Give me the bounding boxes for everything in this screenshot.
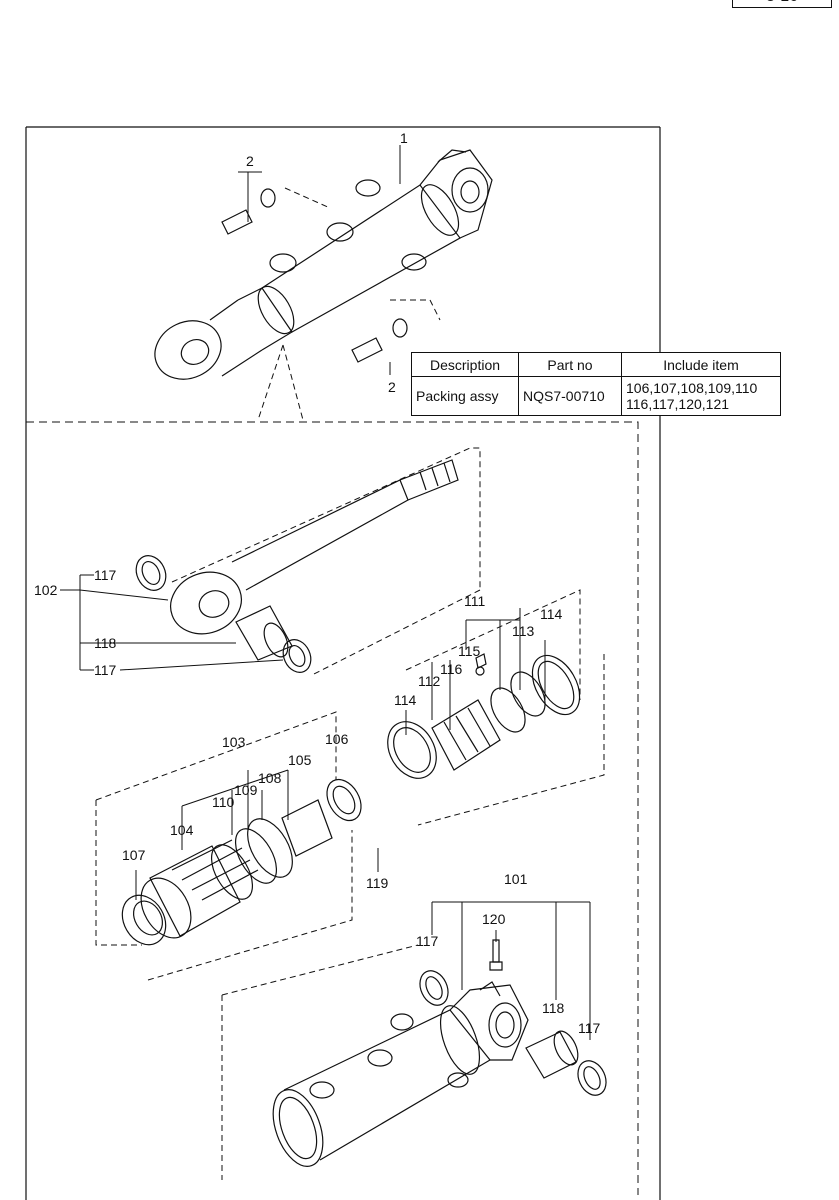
table-header-row: Description Part no Include item xyxy=(411,352,781,377)
label-117-b: 117 xyxy=(94,662,117,678)
header-part-no: Part no xyxy=(518,352,622,377)
packing-assy-table: Description Part no Include item Packing… xyxy=(411,352,781,416)
label-120: 120 xyxy=(482,911,506,927)
label-110: 110 xyxy=(212,794,235,810)
top-leaders xyxy=(238,145,441,421)
tube-callout-lines xyxy=(221,901,591,1180)
label-2-bottom: 2 xyxy=(388,379,396,395)
label-118-a: 118 xyxy=(94,635,117,651)
header-description: Description xyxy=(411,352,519,377)
piston-callout-lines xyxy=(405,589,605,826)
label-107: 107 xyxy=(122,847,146,863)
label-102: 102 xyxy=(34,582,58,598)
label-117-d: 117 xyxy=(578,1020,601,1036)
label-117-a: 117 xyxy=(94,567,117,583)
part-number-labels: 1 2 2 102 117 118 117 111 114 113 115 11… xyxy=(34,130,601,1036)
cell-description: Packing assy xyxy=(411,376,519,416)
table-row: Packing assy NQS7-00710 106,107,108,109,… xyxy=(411,376,781,416)
label-112: 112 xyxy=(418,673,441,689)
inner-detail-frame xyxy=(26,421,639,1195)
label-101: 101 xyxy=(504,871,528,887)
label-106: 106 xyxy=(325,731,349,747)
label-118-b: 118 xyxy=(542,1000,565,1016)
label-104: 104 xyxy=(170,822,194,838)
label-2-top: 2 xyxy=(246,153,254,169)
include-line-1: 106,107,108,109,110 xyxy=(626,380,758,396)
cell-part-no: NQS7-00710 xyxy=(518,376,622,416)
gland-callout-lines xyxy=(95,711,379,981)
page-number-badge: 8-16 xyxy=(732,0,832,8)
assembled-cylinder xyxy=(154,149,493,380)
label-119: 119 xyxy=(366,875,389,891)
include-line-2: 116,117,120,121 xyxy=(626,396,730,412)
label-105: 105 xyxy=(288,752,312,768)
label-111: 111 xyxy=(464,593,485,609)
label-114-a: 114 xyxy=(540,606,563,622)
header-include-item: Include item xyxy=(621,352,781,377)
label-114-b: 114 xyxy=(394,692,417,708)
label-113: 113 xyxy=(512,623,535,639)
outer-frame xyxy=(25,126,661,1200)
piston-assembly xyxy=(387,653,581,779)
label-115: 115 xyxy=(458,643,481,659)
rod-callout-lines xyxy=(60,447,481,675)
cell-include-item: 106,107,108,109,110 116,117,120,121 xyxy=(621,376,781,416)
piston-rod xyxy=(135,459,459,673)
cylinder-tube xyxy=(272,939,607,1167)
label-116: 116 xyxy=(440,661,463,677)
label-108: 108 xyxy=(258,770,282,786)
label-109: 109 xyxy=(234,782,258,798)
label-103: 103 xyxy=(222,734,246,750)
label-1: 1 xyxy=(400,130,408,146)
label-117-c: 117 xyxy=(416,933,439,949)
gland-assembly xyxy=(121,778,362,946)
